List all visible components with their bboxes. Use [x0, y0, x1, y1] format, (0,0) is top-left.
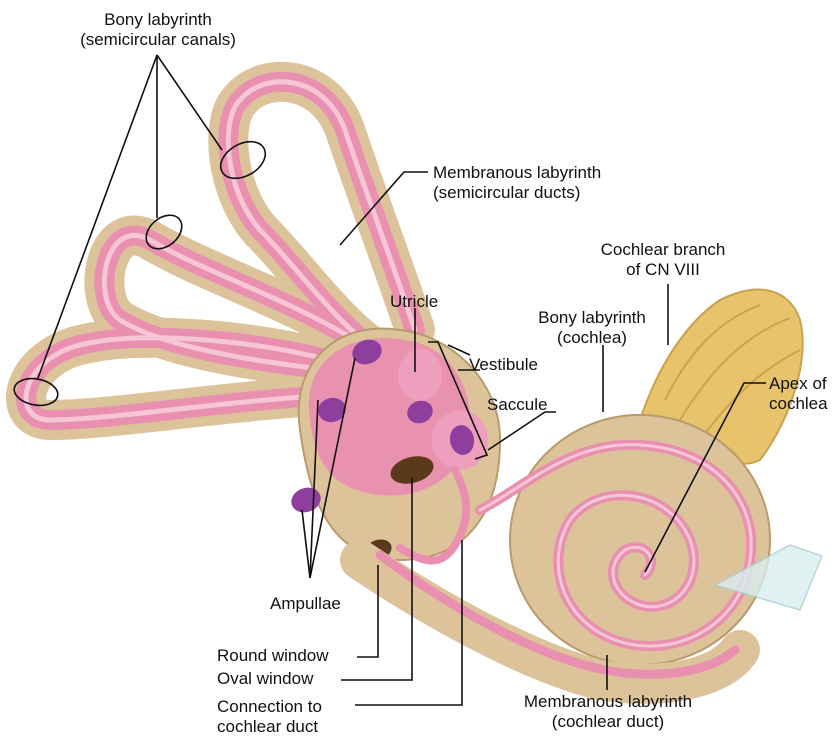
label-membranous-cochlear: Membranous labyrinth (cochlear duct) [498, 692, 718, 732]
cochlea-bone [510, 415, 770, 665]
label-bony-cochlea: Bony labyrinth (cochlea) [522, 308, 662, 348]
label-bony-semicircular: Bony labyrinth (semicircular canals) [53, 10, 263, 50]
label-utricle: Utricle [390, 292, 438, 312]
label-vestibule: Vestibule [469, 355, 538, 375]
label-apex: Apex of cochlea [769, 374, 828, 414]
label-cochlear-branch: Cochlear branch of CN VIII [583, 240, 743, 280]
label-saccule: Saccule [487, 395, 547, 415]
label-round-window: Round window [217, 646, 329, 666]
label-oval-window: Oval window [217, 669, 313, 689]
label-connection: Connection to cochlear duct [217, 697, 322, 737]
label-ampullae: Ampullae [270, 594, 341, 614]
label-membranous-semicircular: Membranous labyrinth (semicircular ducts… [433, 163, 601, 203]
